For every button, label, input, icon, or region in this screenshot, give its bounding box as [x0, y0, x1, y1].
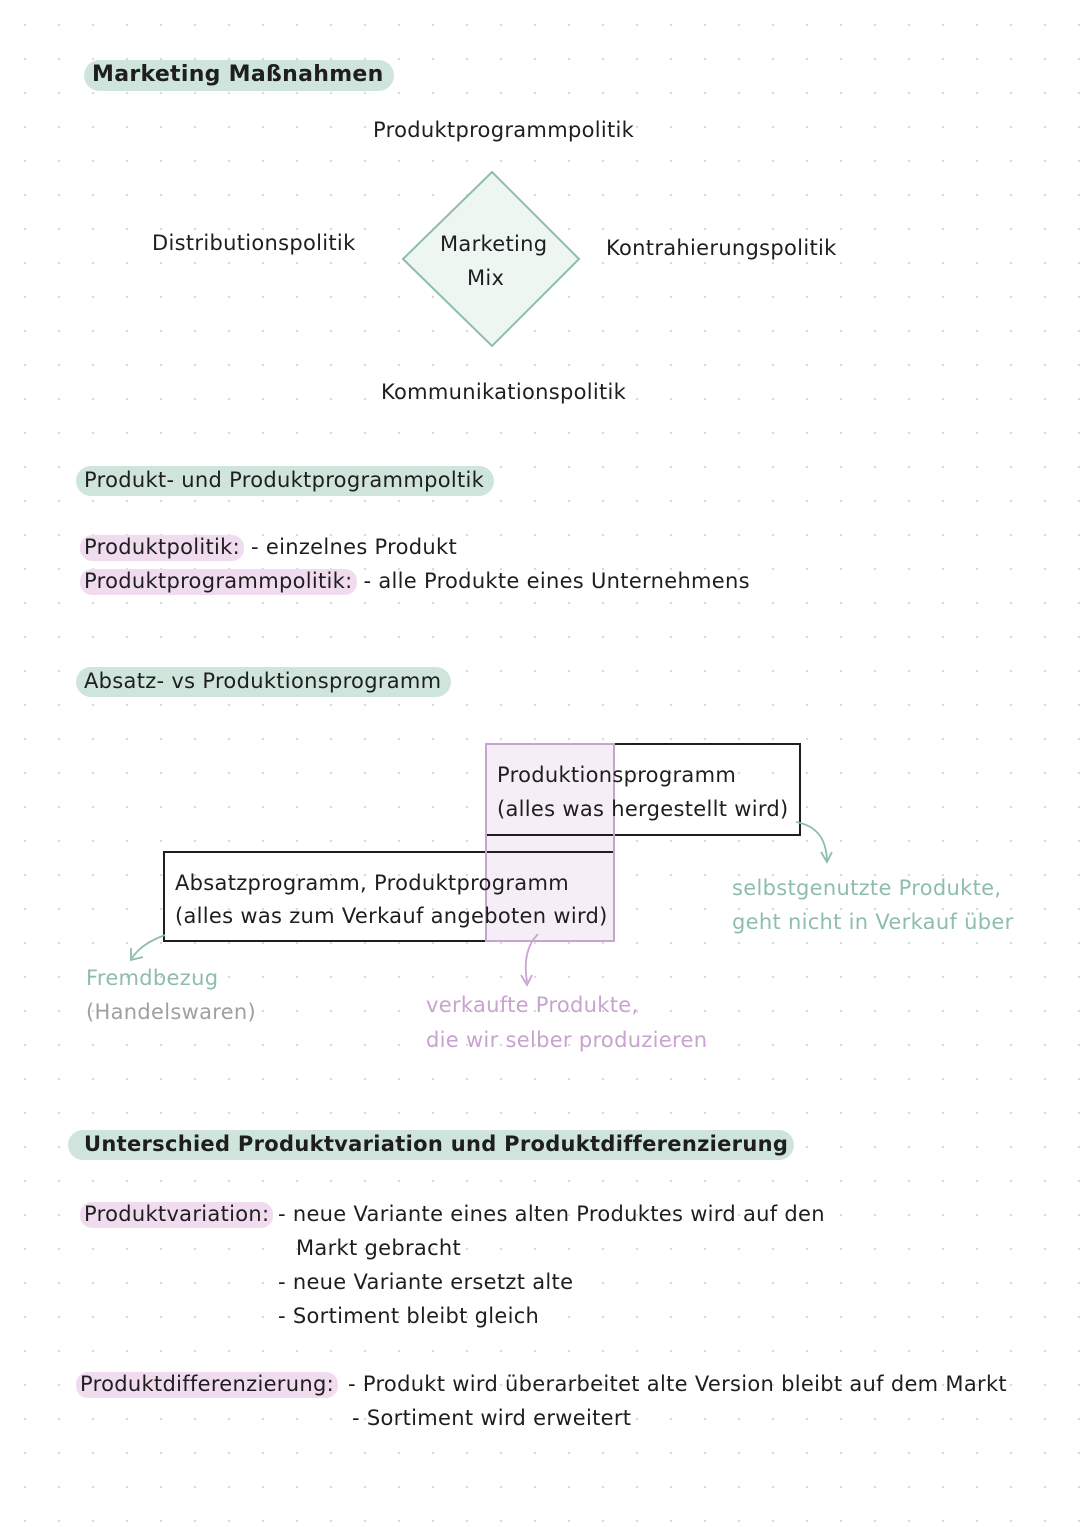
absatzprogramm-line1: Absatzprogramm, Produktprogramm — [175, 871, 569, 895]
arrow-right-head — [820, 851, 833, 864]
row-produktvariation: Produktvariation: — [80, 1202, 274, 1228]
row-produktdifferenzierung: Produktdifferenzierung: — [76, 1372, 338, 1398]
label-produktdifferenzierung: Produktdifferenzierung: — [76, 1372, 338, 1398]
label-produktvariation: Produktvariation: — [80, 1202, 274, 1228]
note-selbstgenutzt-line1: selbstgenutzte Produkte, — [732, 876, 1002, 900]
arrow-right — [795, 821, 828, 861]
section-title-produktprogrammpolitik: Produkt- und Produktprogrammpoltik — [76, 466, 495, 496]
marketing-mix-diamond — [401, 170, 581, 348]
label-produktpolitik: Produktpolitik: — [80, 535, 245, 561]
note-fremdbezug-line2: (Handelswaren) — [86, 1000, 257, 1024]
differenzierung-line1: - Produkt wird überarbeitet alte Version… — [348, 1372, 1007, 1396]
note-verkaufte-line1: verkaufte Produkte, — [426, 993, 639, 1017]
section-title-absatz-vs-produktion: Absatz- vs Produktionsprogramm — [76, 667, 452, 697]
arrow-left-head — [130, 948, 144, 962]
arrow-middle-head — [520, 974, 533, 987]
produktionsprogramm-line1: Produktionsprogramm — [497, 763, 737, 787]
produktionsprogramm-line2: (alles was hergestellt wird) — [497, 797, 789, 821]
label-produktprogrammpolitik: Produktprogrammpolitik — [373, 118, 635, 142]
overlap-outline — [485, 743, 615, 942]
note-fremdbezug-line1: Fremdbezug — [86, 966, 219, 990]
label-kommunikationspolitik: Kommunikationspolitik — [381, 380, 627, 404]
label-distributionspolitik: Distributionspolitik — [152, 231, 356, 255]
label-kontrahierungspolitik: Kontrahierungspolitik — [606, 236, 837, 260]
variation-line3: - neue Variante ersetzt alte — [278, 1270, 574, 1294]
marketing-mix-line2: Mix — [467, 266, 505, 290]
text-produktpolitik: - einzelnes Produkt — [251, 535, 457, 559]
differenzierung-line2: - Sortiment wird erweitert — [352, 1406, 632, 1430]
note-selbstgenutzt-line2: geht nicht in Verkauf über — [732, 910, 1014, 934]
variation-line2: Markt gebracht — [296, 1236, 462, 1260]
arrow-left — [131, 934, 166, 959]
section-title-marketing: Marketing Maßnahmen — [84, 60, 394, 91]
section-title-unterschied: Unterschied Produktvariation und Produkt… — [68, 1130, 795, 1160]
variation-line4: - Sortiment bleibt gleich — [278, 1304, 540, 1328]
absatzprogramm-line2: (alles was zum Verkauf angeboten wird) — [175, 904, 608, 928]
text-produktprogrammpolitik: - alle Produkte eines Unternehmens — [363, 569, 750, 593]
note-verkaufte-line2: die wir selber produzieren — [426, 1028, 708, 1052]
row-produktprogrammpolitik: Produktprogrammpolitik: - alle Produkte … — [80, 569, 750, 595]
marketing-mix-line1: Marketing — [440, 232, 548, 256]
produktion-box-fill — [486, 744, 614, 941]
row-produktpolitik: Produktpolitik: - einzelnes Produkt — [80, 535, 457, 561]
label-produktprogrammpolitik: Produktprogrammpolitik: — [80, 569, 357, 595]
arrow-middle — [524, 933, 539, 983]
variation-line1: - neue Variante eines alten Produktes wi… — [278, 1202, 825, 1226]
